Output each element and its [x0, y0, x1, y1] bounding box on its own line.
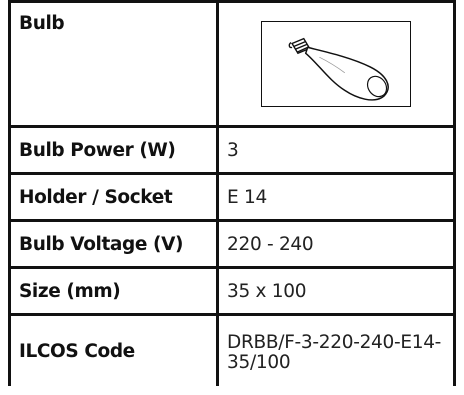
size-value: 35 x 100: [216, 266, 456, 316]
table-row-bulb: Bulb: [8, 0, 456, 128]
bulb-image-cell: [216, 0, 456, 128]
power-value: 3: [216, 125, 456, 175]
table-row-voltage: Bulb Voltage (V) 220 - 240: [8, 219, 456, 269]
bulb-spec-table: Bulb: [8, 0, 456, 386]
socket-label: Holder / Socket: [8, 172, 219, 222]
table-row-ilcos: ILCOS Code DRBB/F-3-220-240-E14-35/100: [8, 313, 456, 386]
bulb-label: Bulb: [8, 0, 219, 128]
ilcos-value: DRBB/F-3-220-240-E14-35/100: [216, 313, 456, 386]
voltage-label: Bulb Voltage (V): [8, 219, 219, 269]
table-row-size: Size (mm) 35 x 100: [8, 266, 456, 316]
size-label: Size (mm): [8, 266, 219, 316]
socket-value: E 14: [216, 172, 456, 222]
voltage-value: 220 - 240: [216, 219, 456, 269]
bulb-image-frame: [261, 21, 411, 107]
table-row-power: Bulb Power (W) 3: [8, 125, 456, 175]
candle-bulb-icon: [288, 37, 389, 101]
ilcos-label: ILCOS Code: [8, 313, 219, 386]
power-label: Bulb Power (W): [8, 125, 219, 175]
table-row-socket: Holder / Socket E 14: [8, 172, 456, 222]
